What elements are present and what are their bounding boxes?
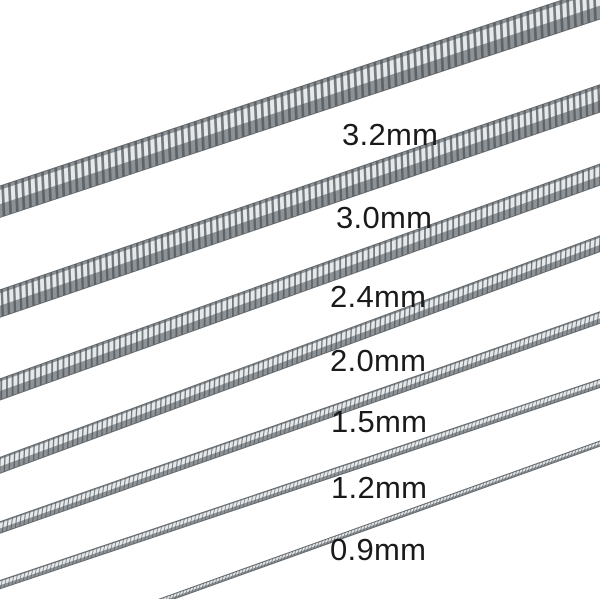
size-label-3-2mm: 3.2mm bbox=[342, 117, 439, 152]
size-label-0-9mm: 0.9mm bbox=[330, 532, 427, 567]
size-label-3-0mm: 3.0mm bbox=[336, 200, 433, 235]
size-label-1-2mm: 1.2mm bbox=[331, 470, 428, 505]
chain-0 bbox=[0, 0, 600, 218]
chain-5 bbox=[0, 378, 600, 590]
size-label-1-5mm: 1.5mm bbox=[331, 404, 428, 439]
chain-3 bbox=[0, 235, 600, 474]
chain-4 bbox=[0, 311, 600, 534]
size-label-2-0mm: 2.0mm bbox=[330, 343, 427, 378]
chain-1 bbox=[0, 84, 600, 318]
chain-2 bbox=[0, 163, 600, 401]
chain-6 bbox=[149, 440, 600, 604]
size-label-2-4mm: 2.4mm bbox=[330, 279, 427, 314]
